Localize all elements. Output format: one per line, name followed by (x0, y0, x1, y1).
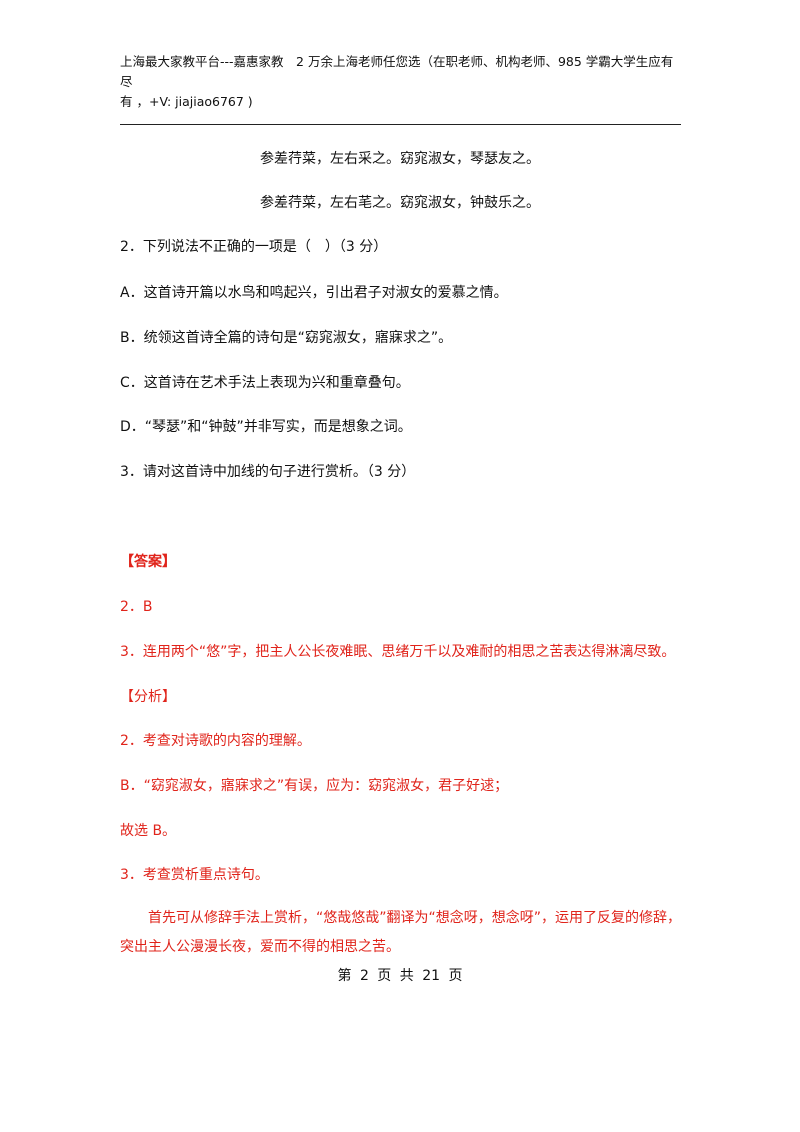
analysis-paragraph-2: B．“窈窕淑女，寤寐求之”有误，应为：窈窕淑女，君子好逑； (120, 778, 509, 794)
header-line-2: 有 ，+V: jiajiao6767 ) (120, 94, 253, 109)
page-header: 上海最大家教平台---嘉惠家教 2 万余上海老师任您选（在职老师、机构老师、98… (120, 52, 680, 112)
analysis-paragraph-5: 首先可从修辞手法上赏析，“悠哉悠哉”翻译为“想念呀，想念呀”，运用了反复的修辞，… (120, 910, 682, 955)
answer-heading: 【答案】 (120, 554, 176, 570)
poem-line-1: 参差荇菜，左右采之。窈窕淑女，琴瑟友之。 (260, 151, 540, 167)
analysis-paragraph-4: 3．考查赏析重点诗句。 (120, 867, 269, 883)
header-divider (120, 124, 681, 125)
answer-2: 2．B (120, 599, 153, 615)
question-3-stem: 3．请对这首诗中加线的句子进行赏析。（3 分） (120, 464, 416, 480)
question-2-option-c: C．这首诗在艺术手法上表现为兴和重章叠句。 (120, 375, 410, 391)
page-number: 第 2 页 共 21 页 (337, 968, 463, 984)
question-2-option-d: D．“琴瑟”和“钟鼓”并非写实，而是想象之词。 (120, 419, 412, 435)
analysis-paragraph-1: 2．考查对诗歌的内容的理解。 (120, 733, 311, 749)
question-2-option-a: A．这首诗开篇以水鸟和鸣起兴，引出君子对淑女的爱慕之情。 (120, 285, 508, 301)
question-2-stem: 2．下列说法不正确的一项是（ ）（3 分） (120, 239, 388, 255)
header-line-1: 上海最大家教平台---嘉惠家教 2 万余上海老师任您选（在职老师、机构老师、98… (120, 54, 674, 89)
question-2-option-b: B．统领这首诗全篇的诗句是“窈窕淑女，寤寐求之”。 (120, 330, 453, 346)
answer-3: 3．连用两个“悠”字，把主人公长夜难眠、思绪万千以及难耐的相思之苦表达得淋漓尽致… (120, 644, 676, 660)
analysis-paragraph-3: 故选 B。 (120, 823, 177, 839)
analysis-heading: 【分析】 (120, 689, 176, 705)
poem-line-2: 参差荇菜，左右芼之。窈窕淑女，钟鼓乐之。 (260, 195, 540, 211)
